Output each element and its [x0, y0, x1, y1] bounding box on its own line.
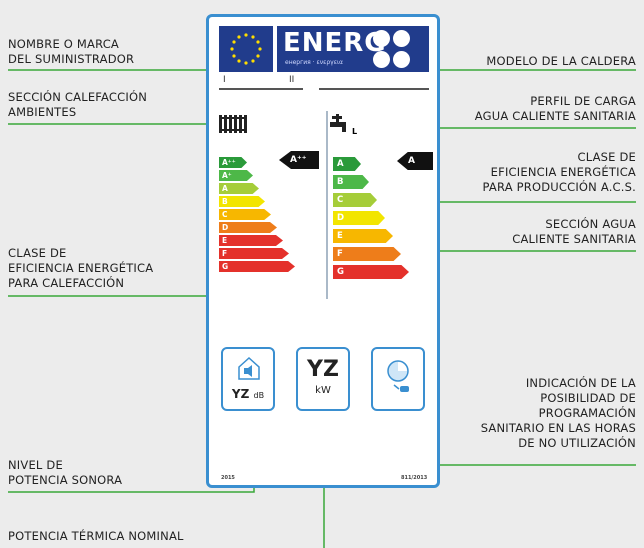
heating-class-bar: G: [219, 261, 295, 272]
water-class-bar: G: [333, 265, 409, 279]
footer-regulation: 811/2013: [401, 475, 428, 481]
energ-word: ENERG: [283, 28, 387, 58]
water-class-bar: D: [333, 211, 385, 225]
language-badge-icon: [393, 30, 410, 47]
energy-banner: ENERG енергия · ενεργεια: [277, 26, 429, 72]
programming-box: [371, 347, 425, 411]
radiator-icon: [219, 115, 247, 133]
section-divider: [326, 111, 328, 299]
eu-flag-icon: [219, 26, 273, 72]
water-class-bar: E: [333, 229, 393, 243]
sound-value: YZ: [231, 387, 250, 401]
model-line: [319, 88, 429, 90]
heating-class-bar: C: [219, 209, 271, 220]
speaker-house-icon: [238, 356, 260, 380]
sound-power-box: YZ dB: [221, 347, 275, 411]
roman-one: I: [223, 75, 226, 85]
leader-supplier: [8, 69, 223, 88]
heating-rating-arrow: A⁺⁺: [279, 151, 319, 169]
annotation-power: POTENCIA TÉRMICA NOMINAL: [8, 529, 184, 543]
heating-class-bar: B: [219, 196, 265, 207]
heating-class-bar: A⁺⁺: [219, 157, 247, 168]
language-badge-icon: [393, 51, 410, 68]
heating-class-bar: D: [219, 222, 277, 233]
heating-class-bar: A⁺: [219, 170, 253, 181]
heating-class-bar: A: [219, 183, 259, 194]
power-value: YZ: [307, 357, 339, 382]
language-badge-icon: [373, 51, 390, 68]
power-box: YZ kW: [296, 347, 350, 411]
water-class-bar: B: [333, 175, 369, 189]
tap-icon: [330, 114, 346, 132]
water-rating-arrow: A: [397, 152, 433, 170]
water-class-bar: A: [333, 157, 361, 171]
sound-value-line: YZ dB: [223, 387, 273, 401]
supplier-line: [219, 88, 303, 90]
language-badge-icon: [373, 30, 390, 47]
sound-unit: dB: [253, 391, 265, 400]
heating-class-bar: E: [219, 235, 283, 246]
water-class-bar: C: [333, 193, 377, 207]
footer-year: 2015: [221, 475, 235, 481]
annotation-model: MODELO DE LA CALDERA: [486, 54, 636, 68]
heating-class-bar: F: [219, 248, 289, 259]
roman-two: II: [289, 75, 295, 85]
clock-programming-icon: [387, 360, 409, 392]
energ-subtitle: енергия · ενεργεια: [285, 59, 343, 66]
energy-label: ENERG енергия · ενεργεια I II L A⁺⁺ A⁺ A…: [206, 14, 440, 488]
load-profile-letter: L: [352, 127, 358, 136]
water-class-bar: F: [333, 247, 401, 261]
power-unit: kW: [315, 385, 331, 396]
